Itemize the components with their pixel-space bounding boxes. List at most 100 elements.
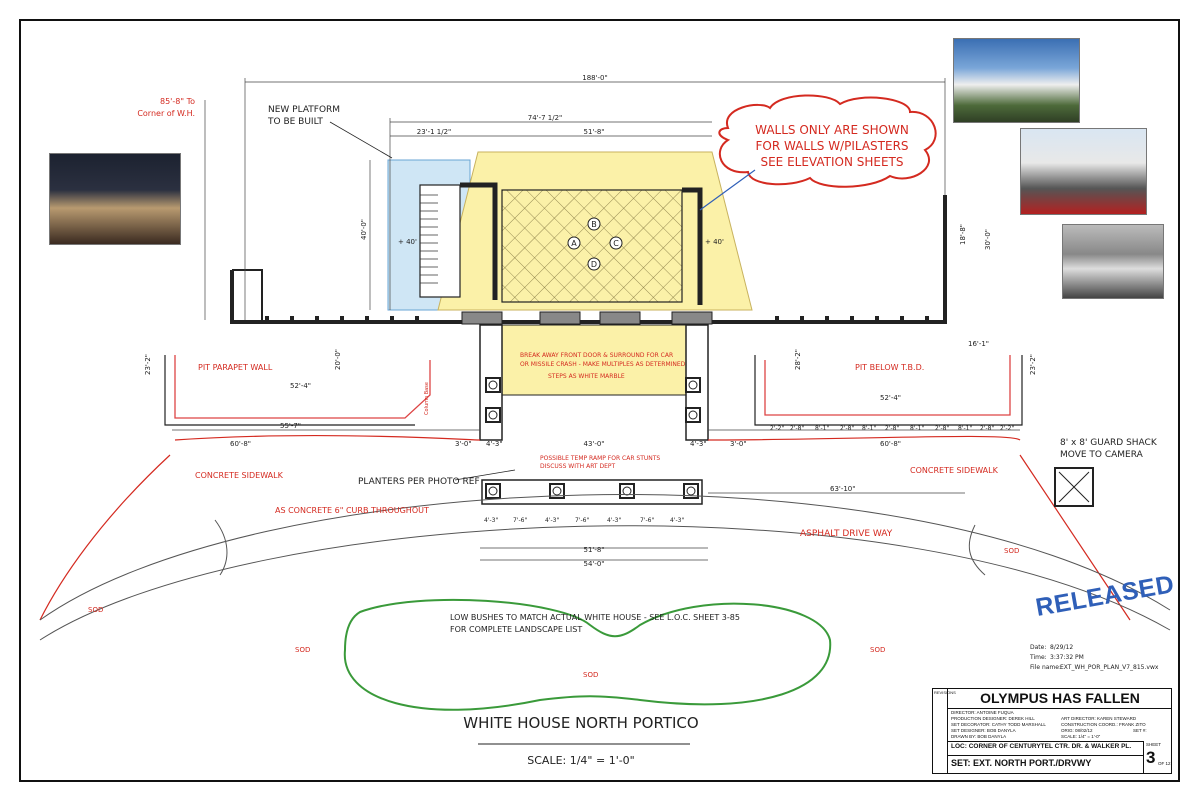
location-label: LOC: CORNER OF CENTURYTEL CTR. DR. & WAL… (951, 743, 1132, 750)
dim-elev-left: + 40' (398, 238, 417, 246)
dim-pit-right: 52'-4" (880, 394, 901, 402)
director-label: DIRECTOR: ANTOINE FUQUA (951, 710, 1014, 715)
set-number-label: SET #: (1133, 728, 1147, 733)
dim-edge-4a: 4'-3" (486, 440, 503, 448)
facade-wall (230, 195, 947, 324)
dim-portico: 74'-7 1/2" (528, 114, 563, 122)
svg-text:7'-6": 7'-6" (513, 517, 527, 524)
marble-floor-pattern (502, 190, 682, 302)
pit-parapet-label: PIT PARAPET WALL (198, 363, 273, 372)
dim-pit-left: 52'-4" (290, 382, 311, 390)
reference-photo-day (953, 38, 1080, 123)
bushes-label-2: FOR COMPLETE LANDSCAPE LIST (450, 625, 582, 634)
stair-treads (420, 194, 438, 284)
drawn-by-label: DRAWN BY: BOB DANYLA (951, 734, 1007, 739)
set-divider (947, 755, 1143, 756)
svg-text:2'-8": 2'-8" (980, 425, 994, 432)
breakaway-label-2: OR MISSILE CRASH - MAKE MULTIPLES AS DET… (520, 361, 686, 368)
dim-vert-28: 28'-2" (794, 349, 802, 370)
set-designer-label: SET DESIGNER: BOB DANYLA (951, 728, 1016, 733)
sheet-border (19, 19, 1180, 782)
new-platform-label-2: TO BE BUILT (267, 117, 323, 127)
title-divider (947, 708, 1171, 709)
cloud-note-line-1: WALLS ONLY ARE SHOWN (755, 123, 909, 137)
svg-text:File name:: File name: (1030, 664, 1061, 671)
portico-front-piers (461, 311, 713, 325)
column-markers: B A C D (567, 217, 623, 271)
interior-walls (460, 182, 703, 305)
steps-label: STEPS AS WHITE MARBLE (548, 373, 625, 380)
guard-shack (1054, 467, 1094, 507)
construction-label: CONSTRUCTION COORD.: FRANK ZITO (1061, 722, 1146, 727)
loc-divider (947, 741, 1143, 742)
art-director-label: ART DIRECTOR: KAREN STEWARD (1061, 716, 1137, 721)
dim-drive-63: 63'-10" (830, 485, 855, 493)
cloud-callout (718, 94, 937, 188)
svg-text:4'-3": 4'-3" (670, 517, 684, 524)
bushes-label-1: LOW BUSHES TO MATCH ACTUAL WHITE HOUSE -… (450, 613, 740, 622)
svg-text:8/29/12: 8/29/12 (1050, 644, 1073, 651)
dim-left-run: 55'-7" (280, 422, 301, 430)
dim-vert-23-right: 23'-2" (1029, 354, 1037, 375)
dim-vert-30: 30'-0" (984, 229, 992, 250)
planters-label: PLANTERS PER PHOTO REF (358, 477, 480, 487)
ramp-label-2: DISCUSS WITH ART DEPT (540, 463, 616, 470)
sheet-box (1143, 741, 1172, 773)
svg-text:SOD: SOD (295, 646, 310, 654)
svg-text:SOD: SOD (583, 671, 598, 679)
guard-shack-cross (1058, 471, 1090, 503)
svg-text:7'-6": 7'-6" (575, 517, 589, 524)
pit-wall-right (764, 355, 1011, 416)
title-block: REVISIONS OLYMPUS HAS FALLEN DIRECTOR: A… (932, 688, 1172, 774)
stair (419, 184, 461, 298)
svg-text:2'-8": 2'-8" (790, 425, 804, 432)
column-bases (485, 377, 701, 423)
revisions-label: REVISIONS (934, 690, 956, 695)
concrete-sidewalk-left: CONCRETE SIDEWALK (195, 471, 284, 480)
dim-left-wing: 23'-1 1/2" (417, 128, 452, 136)
portico-outline (501, 189, 683, 303)
production-title: OLYMPUS HAS FALLEN (980, 690, 1140, 706)
dim-vert-16: 16'-1" (968, 340, 989, 348)
planter-spacing-dims: 4'-3" 7'-6" 4'-3" 7'-6" 4'-3" 7'-6" 4'-3… (484, 517, 684, 524)
svg-text:SOD: SOD (870, 646, 885, 654)
cloud-note-line-3: SEE ELEVATION SHEETS (760, 155, 903, 169)
dimension-lines (172, 78, 1020, 561)
svg-text:8'-1": 8'-1" (862, 425, 876, 432)
column-base-label: Column Base (424, 382, 430, 415)
set-label: SET: EXT. NORTH PORT./DRVWY (951, 758, 1092, 768)
pit-parapet-wall-left (174, 355, 431, 419)
column-label-a: A (571, 239, 577, 248)
svg-text:7'-6": 7'-6" (640, 517, 654, 524)
sheet-number: 3 (1146, 748, 1156, 767)
svg-text:2'-8": 2'-8" (840, 425, 854, 432)
sheet-total: OF 12 (1158, 761, 1171, 766)
svg-text:3:37:32 PM: 3:37:32 PM (1050, 654, 1084, 661)
driveway-arcs (39, 494, 1171, 641)
svg-text:SOD: SOD (1004, 547, 1019, 555)
dim-vert-23: 23'-2" (144, 354, 152, 375)
left-step-wall (479, 324, 503, 441)
svg-text:SOD: SOD (88, 606, 103, 614)
svg-text:4'-3": 4'-3" (484, 517, 498, 524)
pit-segment-dims: 2'-2" 2'-8" 8'-1" 2'-8" 8'-1" 2'-8" 8'-1… (770, 425, 1014, 432)
guard-shack-label-1: 8' x 8' GUARD SHACK (1060, 438, 1158, 448)
guard-shack-label-2: MOVE TO CAMERA (1060, 450, 1144, 460)
dim-bottom-54: 54'-0" (583, 560, 604, 568)
new-platform-leader (329, 121, 393, 159)
curb-label: AS CONCRETE 6" CURB THROUGHOUT (275, 506, 429, 515)
dim-side-3a: 3'-0" (455, 440, 472, 448)
set-decorator-label: SET DECORATOR: CATHY TODD MARSHALL (951, 722, 1046, 727)
corner-label-1: 85'-8" To (160, 97, 195, 106)
dim-right-total: 60'-8" (880, 440, 901, 448)
scale-small-label: SCALE: 1/4" = 1'-0" (1061, 734, 1101, 739)
svg-text:2'-8": 2'-8" (885, 425, 899, 432)
curbs (39, 434, 1131, 621)
corner-label-2: Corner of W.H. (137, 109, 195, 118)
sheet-label: SHEET (1146, 742, 1162, 747)
dim-left-total: 60'-8" (230, 440, 251, 448)
dim-height-40: 40'-0" (360, 219, 368, 240)
scale-label: SCALE: 1/4" = 1'-0" (527, 754, 635, 767)
sod-labels: SOD SOD SOD SOD SOD (88, 547, 1019, 679)
